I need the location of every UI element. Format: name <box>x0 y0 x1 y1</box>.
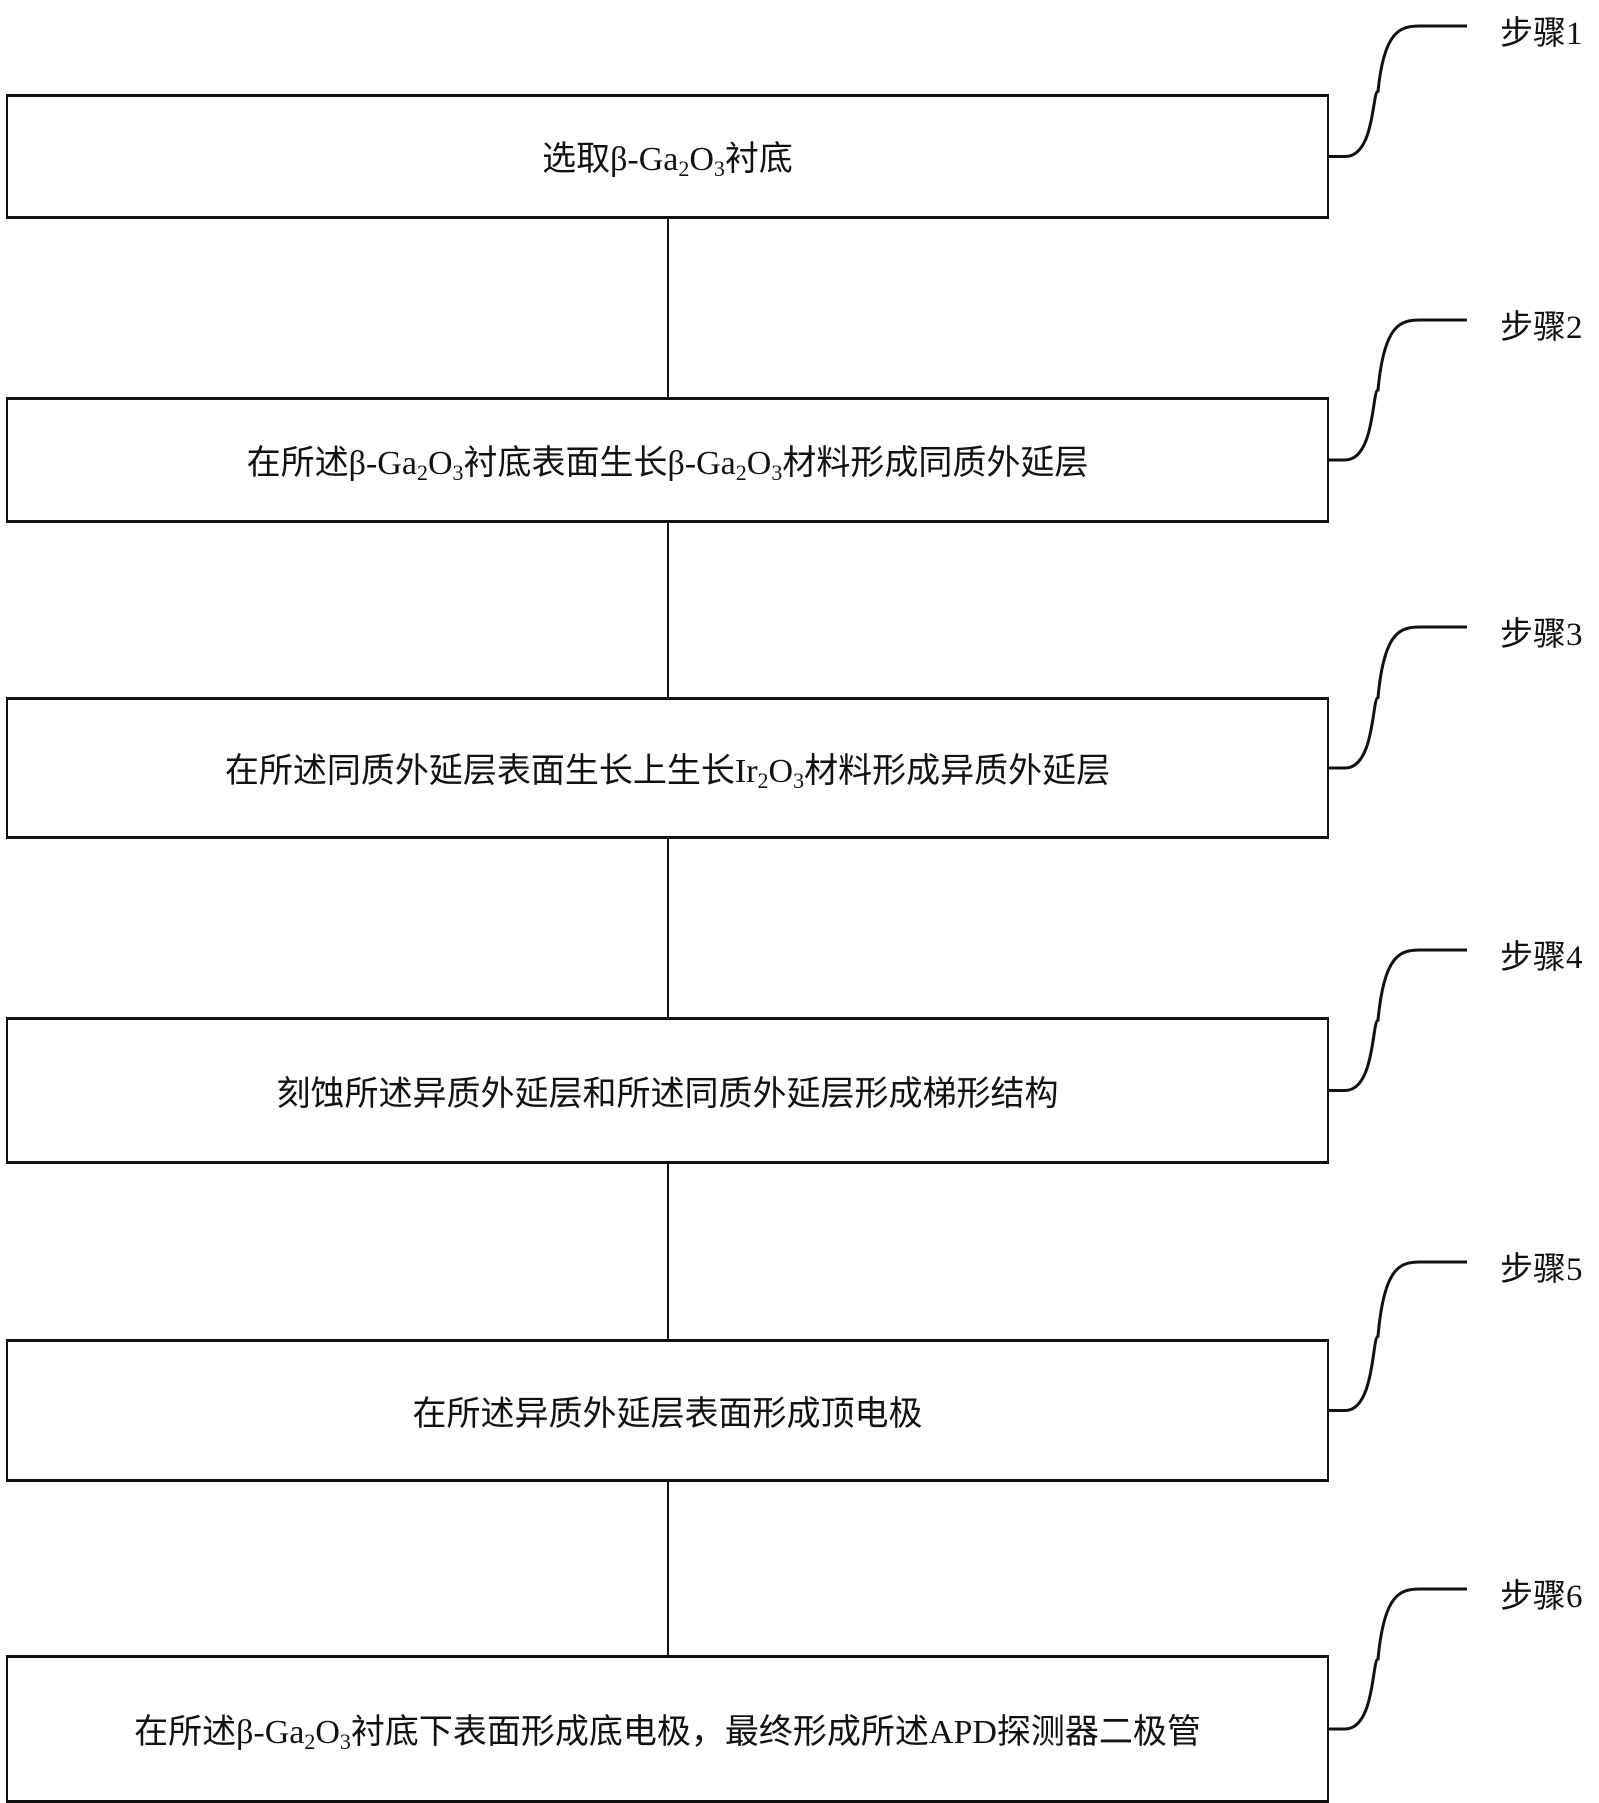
step-text: 在所述β-Ga2O3衬底下表面形成底电极，最终形成所述APD探测器二极管 <box>134 1704 1201 1755</box>
text-segment: 衬底下表面形成底电极，最终形成所述APD探测器二极管 <box>350 1713 1201 1751</box>
step-box-4: 刻蚀所述异质外延层和所述同质外延层形成梯形结构 <box>6 1017 1329 1164</box>
step-box-6: 在所述β-Ga2O3衬底下表面形成底电极，最终形成所述APD探测器二极管 <box>6 1655 1329 1803</box>
subscript: 2 <box>678 156 690 181</box>
step-text: 在所述β-Ga2O3衬底表面生长β-Ga2O3材料形成同质外延层 <box>247 435 1089 486</box>
text-segment: 刻蚀所述异质外延层和所述同质外延层形成梯形结构 <box>276 1076 1059 1113</box>
leader-curve <box>1329 24 1467 158</box>
leader-curve <box>1329 948 1467 1092</box>
subscript: 3 <box>793 767 805 793</box>
subscript: 3 <box>339 1728 351 1754</box>
text-segment: O <box>315 1713 340 1751</box>
text-segment: O <box>427 444 453 482</box>
subscript: 2 <box>735 459 747 485</box>
subscript: 3 <box>452 459 464 485</box>
step-text: 选取β-Ga2O3衬底 <box>542 131 793 182</box>
subscript: 2 <box>416 459 428 485</box>
leader-curve <box>1329 1260 1467 1412</box>
step-text: 刻蚀所述异质外延层和所述同质外延层形成梯形结构 <box>277 1066 1059 1115</box>
text-segment: 在所述同质外延层表面生长上生长Ir <box>224 752 758 790</box>
subscript: 2 <box>304 1728 316 1754</box>
subscript: 3 <box>771 459 783 485</box>
text-segment: 在所述β-Ga <box>246 444 417 482</box>
step-label: 步骤3 <box>1500 617 1583 653</box>
text-segment: O <box>689 141 714 178</box>
step-label: 步骤1 <box>1500 16 1583 52</box>
step-box-5: 在所述异质外延层表面形成顶电极 <box>6 1339 1329 1482</box>
text-segment: 在所述异质外延层表面形成顶电极 <box>412 1396 923 1433</box>
subscript: 3 <box>713 156 725 181</box>
step-label: 步骤4 <box>1500 940 1583 976</box>
text-segment: 衬底表面生长β-Ga <box>463 444 736 482</box>
step-label: 步骤2 <box>1500 310 1583 346</box>
step-box-2: 在所述β-Ga2O3衬底表面生长β-Ga2O3材料形成同质外延层 <box>6 397 1329 523</box>
step-box-1: 选取β-Ga2O3衬底 <box>6 94 1329 219</box>
leader-curve <box>1329 318 1467 462</box>
text-segment: 在所述β-Ga <box>134 1713 305 1751</box>
subscript: 2 <box>757 767 769 793</box>
leader-curve <box>1329 1587 1467 1731</box>
text-segment: 材料形成异质外延层 <box>804 752 1111 790</box>
step-text: 在所述同质外延层表面生长上生长Ir2O3材料形成异质外延层 <box>225 743 1110 794</box>
text-segment: 材料形成同质外延层 <box>782 444 1089 482</box>
text-segment: O <box>746 444 772 482</box>
step-text: 在所述异质外延层表面形成顶电极 <box>413 1386 923 1435</box>
step-label: 步骤5 <box>1500 1252 1583 1288</box>
text-segment: O <box>768 752 794 790</box>
step-box-3: 在所述同质外延层表面生长上生长Ir2O3材料形成异质外延层 <box>6 697 1329 839</box>
text-segment: 选取β-Ga <box>542 141 679 178</box>
step-label: 步骤6 <box>1500 1579 1583 1615</box>
text-segment: 衬底 <box>724 141 793 178</box>
leader-curve <box>1329 625 1467 770</box>
